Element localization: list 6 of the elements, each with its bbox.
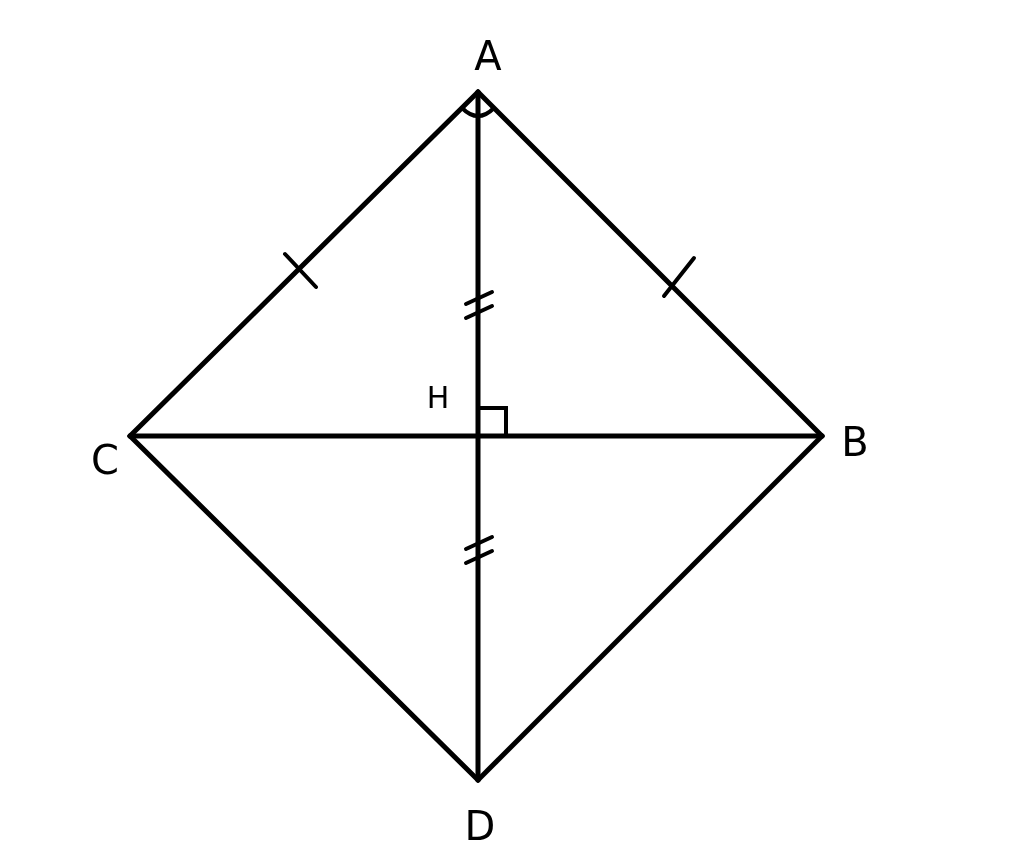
point-label: H — [420, 380, 456, 416]
line-segment — [475, 433, 825, 783]
point-label: C — [88, 438, 122, 482]
point-label: D — [462, 804, 498, 848]
point-label: A — [468, 34, 508, 78]
point-label: B — [838, 420, 872, 464]
